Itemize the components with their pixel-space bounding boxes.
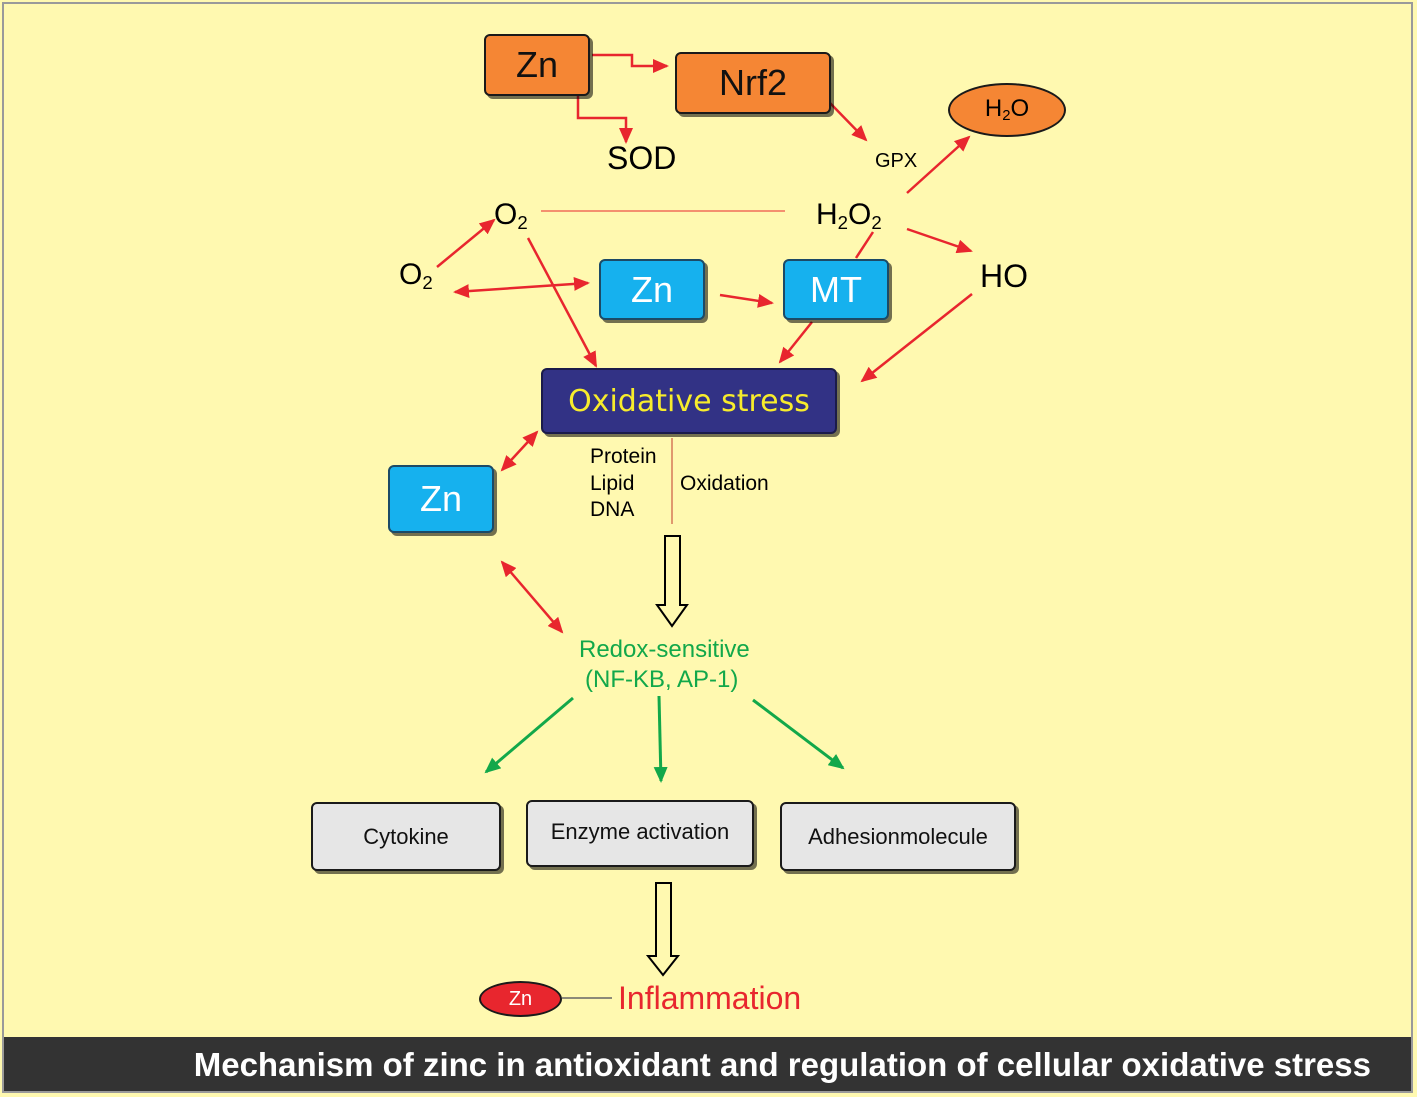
- zn-bottom-label: Zn: [508, 987, 533, 1010]
- enzyme-activation-label: Enzyme activation: [550, 818, 730, 844]
- oxidative-stress-label: Oxidative stress: [568, 383, 810, 419]
- oxidative-stress-box: Oxidative stress: [541, 368, 837, 434]
- arrow-o2-to-oxidative-stress: [526, 237, 598, 368]
- arrow-o2-zn-bidirectional: [453, 276, 590, 299]
- o2-left-label: O2: [399, 258, 433, 294]
- oxidation-label: Oxidation: [680, 472, 769, 495]
- ho-label: HO: [980, 258, 1028, 294]
- sod-label: SOD: [607, 140, 677, 176]
- zn-left-box: Zn: [388, 465, 494, 533]
- nrf2-label: Nrf2: [718, 62, 787, 103]
- arrow-mt-to-oxidative-stress: [778, 321, 813, 364]
- target-lipid: Lipid: [590, 472, 635, 495]
- hollow-arrow-to-redox: [655, 535, 689, 628]
- h2o2-label: H2O2: [816, 198, 882, 234]
- line-h2o2-to-mt: [854, 231, 875, 259]
- zn-left-label: Zn: [419, 478, 462, 519]
- redox-label-line1: Redox-sensitive: [579, 636, 750, 663]
- gpx-label: GPX: [875, 150, 918, 172]
- arrow-redox-to-adhesion: [752, 698, 845, 770]
- nrf2-box: Nrf2: [675, 52, 831, 114]
- arrow-nrf2-to-gpx: [829, 102, 868, 142]
- cytokine-label: Cytokine: [363, 823, 449, 849]
- caption-text: Mechanism of zinc in antioxidant and reg…: [193, 1046, 1371, 1083]
- mt-label: MT: [810, 268, 862, 310]
- h2o-label: H2O: [984, 95, 1030, 125]
- arrow-o2-to-o2: [436, 218, 496, 268]
- zn-middle-label: Zn: [630, 268, 673, 310]
- arrow-h2o2-to-ho: [906, 227, 973, 254]
- hollow-arrow-to-inflammation: [645, 882, 681, 977]
- arrow-zn-to-nrf2: [592, 53, 669, 73]
- zn-middle-box: Zn: [599, 259, 705, 320]
- arrow-ho-to-oxidative-stress: [860, 293, 973, 383]
- target-dna: DNA: [590, 498, 635, 521]
- arrow-zn-to-sod: [576, 96, 633, 144]
- arrow-zn-oxidative-stress-bidirectional: [500, 430, 539, 472]
- arrow-redox-to-enzyme: [653, 695, 668, 783]
- caption-bar: Mechanism of zinc in antioxidant and reg…: [4, 1037, 1413, 1093]
- zn-bottom-ellipse: Zn: [479, 981, 562, 1017]
- arrow-redox-to-cytokine: [484, 696, 574, 774]
- adhesion-molecule-box: Adhesionmolecule: [780, 802, 1016, 871]
- zn-top-label: Zn: [515, 44, 558, 85]
- enzyme-activation-box: Enzyme activation: [526, 800, 754, 867]
- inflammation-label: Inflammation: [618, 980, 802, 1016]
- adhesion-molecule-label: Adhesionmolecule: [808, 823, 988, 849]
- o2-upper-label: O2: [494, 198, 528, 234]
- cytokine-box: Cytokine: [311, 802, 501, 871]
- mt-box: MT: [783, 259, 889, 320]
- target-protein: Protein: [590, 445, 657, 468]
- arrow-zn-to-mt: [719, 293, 774, 308]
- zn-top-box: Zn: [484, 34, 590, 96]
- redox-label-line2: (NF-KB, AP-1): [585, 666, 739, 693]
- arrow-h2o2-to-h2o: [906, 135, 971, 194]
- h2o-ellipse: H2O: [948, 83, 1066, 137]
- arrow-zn-redox-bidirectional: [500, 560, 564, 634]
